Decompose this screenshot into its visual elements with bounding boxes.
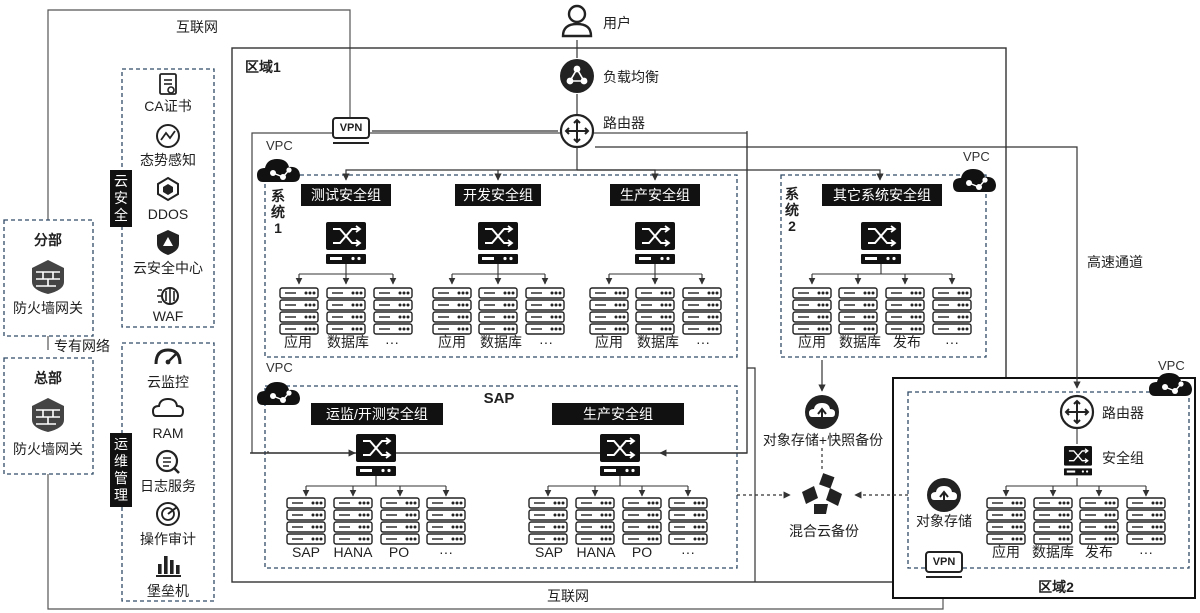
server-rack: [792, 287, 832, 335]
server-rack: [333, 497, 373, 545]
server-rack: [380, 497, 420, 545]
server-rack: [838, 287, 878, 335]
switch-icon-region2: [1063, 445, 1093, 477]
situation-awareness-icon: [156, 124, 180, 148]
server-rack: [432, 287, 472, 335]
server-rack: [589, 287, 629, 335]
server-rack: [932, 287, 972, 335]
server-rack: [575, 497, 615, 545]
server-rack: [668, 497, 708, 545]
load-balancer-icon: [560, 59, 594, 93]
switch-icon-sys1-test: [325, 221, 367, 265]
object-storage-icon-region2: [926, 477, 962, 513]
cloud-icon-vpc-right: [952, 168, 997, 193]
switch-icon-sap-prod: [599, 433, 641, 477]
cloud-security-center-icon: [157, 230, 179, 255]
cloud-icon-vpc-top: [256, 158, 301, 183]
switch-icon-sys1-dev: [477, 221, 519, 265]
sap-box: [264, 385, 738, 569]
vpn-icon-region1: [332, 117, 370, 144]
cloud-monitor-icon: [154, 348, 182, 365]
server-rack: [635, 287, 675, 335]
ram-icon: [151, 397, 185, 417]
waf-icon: [157, 287, 179, 305]
object-storage-icon: [804, 394, 840, 430]
hybrid-backup-icon: [802, 473, 842, 514]
ca-certificate-icon: [159, 73, 177, 95]
server-rack: [885, 287, 925, 335]
server-rack: [373, 287, 413, 335]
system2-box: [780, 174, 987, 358]
region1-box: [231, 47, 1007, 583]
switch-icon-sys1-prod: [634, 221, 676, 265]
bastion-host-icon: [156, 556, 181, 577]
hq-box: [3, 357, 94, 475]
ddos-icon: [157, 176, 179, 202]
log-service-icon: [155, 449, 180, 474]
server-rack: [426, 497, 466, 545]
server-rack: [279, 287, 319, 335]
server-rack: [525, 287, 565, 335]
server-rack: [622, 497, 662, 545]
server-rack: [682, 287, 722, 335]
operation-audit-icon: [156, 502, 180, 526]
server-rack: [528, 497, 568, 545]
region2-inner-box: [907, 391, 1190, 569]
server-rack: [478, 287, 518, 335]
user-icon: [561, 4, 593, 38]
vpn-icon-region2: [925, 551, 963, 578]
server-rack: [326, 287, 366, 335]
switch-icon-sap-ops: [355, 433, 397, 477]
router-icon-region2: [1059, 394, 1095, 430]
server-rack: [286, 497, 326, 545]
router-icon: [559, 113, 595, 149]
cloud-icon-vpc-region2: [1148, 372, 1193, 397]
switch-icon-sys2: [860, 221, 902, 265]
system1-box: [264, 174, 738, 358]
